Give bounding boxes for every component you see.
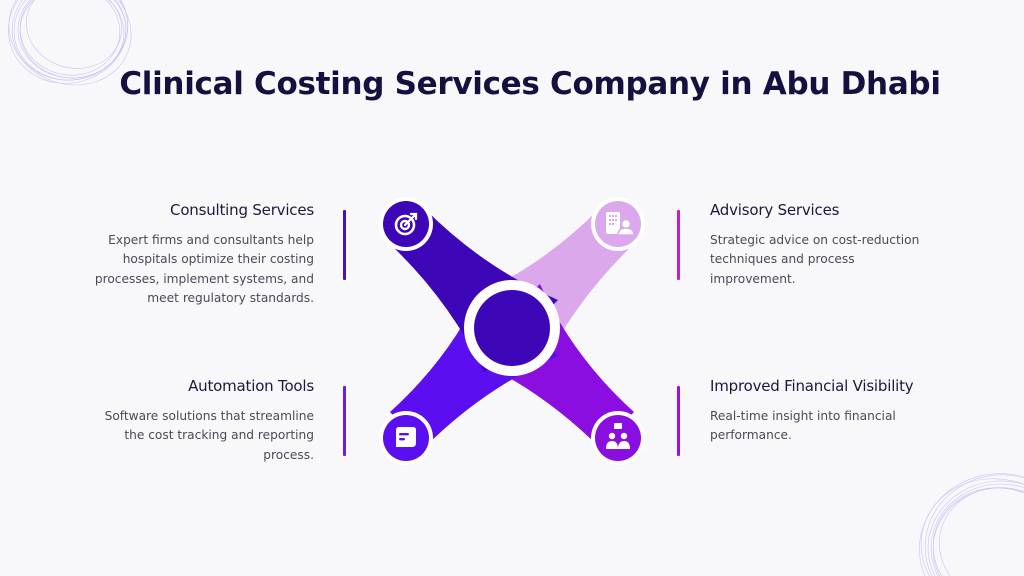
automation-tools-description: Software solutions that streamline the c… [104, 409, 314, 462]
building-person-icon [606, 212, 635, 236]
consulting-services-description: Expert firms and consultants help hospit… [94, 233, 314, 305]
automation-icon-badge [379, 411, 433, 465]
automation-tools-heading: Automation Tools [188, 377, 314, 395]
decorative-swirl-top-left [8, 0, 132, 86]
financial-visibility-description: Real-time insight into financial perform… [710, 409, 896, 443]
advisory-accent-bar [677, 210, 680, 280]
automation-tools-block: Automation Tools Software solutions that… [84, 377, 315, 465]
target-icon [394, 212, 418, 236]
consulting-services-heading: Consulting Services [170, 201, 314, 219]
financial-visibility-block: Improved Financial Visibility Real-time … [710, 377, 950, 446]
advisory-services-description: Strategic advice on cost-reduction techn… [710, 233, 920, 286]
page-title: Clinical Costing Services Company in Abu… [119, 66, 941, 102]
center-circle [474, 290, 550, 366]
advisory-services-block: Advisory Services Strategic advice on co… [710, 201, 950, 289]
consulting-icon-badge [379, 197, 433, 251]
visibility-icon-badge [591, 411, 645, 465]
financial-visibility-heading: Improved Financial Visibility [710, 377, 914, 395]
chat-message-icon [396, 427, 416, 447]
automation-accent-bar [343, 386, 346, 456]
advisory-services-heading: Advisory Services [710, 201, 840, 219]
consulting-services-block: Consulting Services Expert firms and con… [84, 201, 314, 308]
team-hierarchy-icon [606, 423, 630, 449]
advisory-icon-badge [591, 197, 645, 251]
consulting-accent-bar [343, 210, 346, 280]
visibility-accent-bar [677, 386, 680, 456]
